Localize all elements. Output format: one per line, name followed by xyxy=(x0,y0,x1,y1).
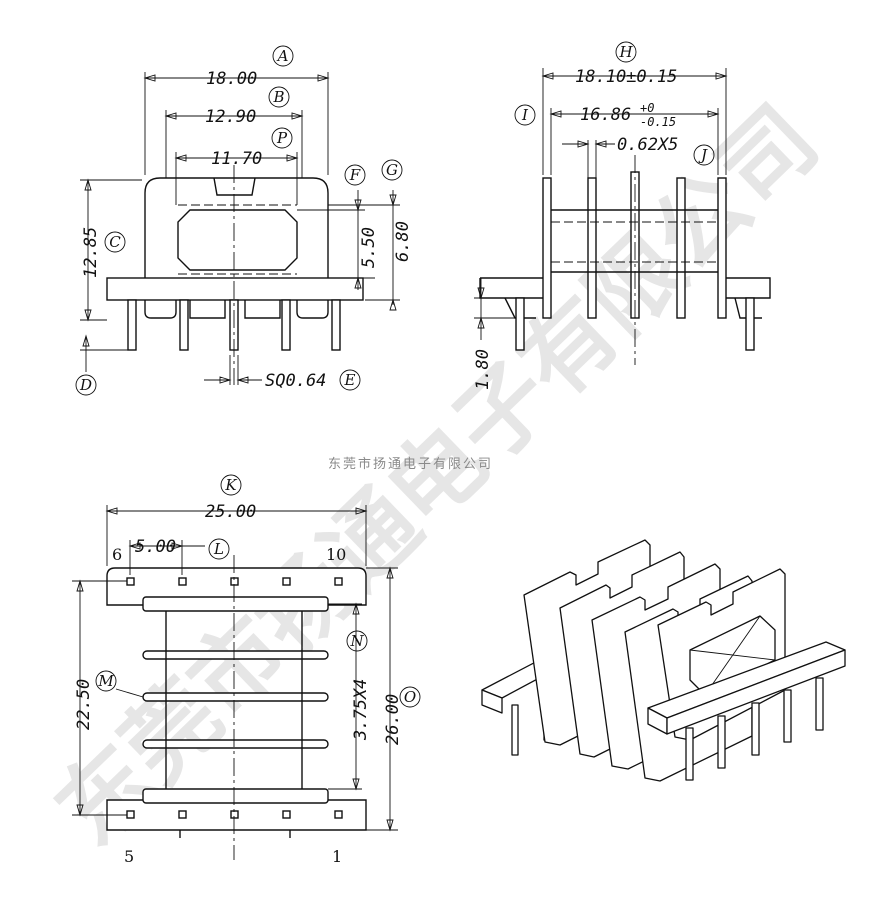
dim-I-tol-lower: -0.15 xyxy=(640,115,676,129)
balloon-N: N xyxy=(349,632,364,650)
dim-J-value: 0.62X5 xyxy=(617,135,678,155)
dim-B-value: 12.90 xyxy=(205,107,256,127)
dim-O-value: 26.00 xyxy=(383,694,403,745)
balloon-D: D xyxy=(79,376,92,394)
pin-label-10: 10 xyxy=(326,545,346,564)
dim-P-value: 11.70 xyxy=(211,149,262,169)
dim-C-value: 12.85 xyxy=(81,227,101,278)
isometric-view xyxy=(481,539,846,782)
balloon-E: E xyxy=(344,371,356,389)
balloon-P: P xyxy=(276,129,288,147)
dim-L-value: 5.00 xyxy=(135,537,176,557)
dim-I-tol-upper: +0 xyxy=(640,101,654,115)
front-view: 18.00 A 12.90 B 11.70 P 12.85 C D 5.50 F xyxy=(75,45,413,396)
dim-H-value: 18.10±0.15 xyxy=(575,67,677,87)
balloon-M: M xyxy=(97,672,114,690)
balloon-I: I xyxy=(521,106,529,124)
dim-E-value: SQ0.64 xyxy=(265,371,326,391)
balloon-L: L xyxy=(213,540,224,558)
balloon-B: B xyxy=(272,88,284,106)
pin-label-1: 1 xyxy=(332,847,342,866)
balloon-A: A xyxy=(276,47,289,65)
balloon-F: F xyxy=(349,166,361,184)
dim-1.80-value: 1.80 xyxy=(473,349,493,390)
dim-M-value: 22.50 xyxy=(74,679,94,730)
side-view: 18.10±0.15 H 16.86 +0 -0.15 I 0.62X5 J 1… xyxy=(473,41,771,390)
dim-G-value: 6.80 xyxy=(393,221,413,262)
dim-I-value: 16.86 xyxy=(580,105,631,125)
dim-A-value: 18.00 xyxy=(206,69,257,89)
balloon-J: J xyxy=(698,146,708,164)
bottom-view: 25.00 K 5.00 L 6 10 5 1 22.50 M 3.75X4 N… xyxy=(72,474,421,866)
dim-K-value: 25.00 xyxy=(205,502,256,522)
company-name: 东莞市扬通电子有限公司 xyxy=(328,456,493,472)
balloon-K: K xyxy=(224,476,237,494)
balloon-H: H xyxy=(618,43,633,61)
balloon-G: G xyxy=(386,161,398,179)
dim-N-value: 3.75X4 xyxy=(351,679,371,741)
pin-label-5: 5 xyxy=(124,847,134,866)
pin-label-6: 6 xyxy=(112,545,122,564)
balloon-O: O xyxy=(404,688,416,706)
dim-F-value: 5.50 xyxy=(359,227,379,268)
balloon-C: C xyxy=(109,233,121,251)
